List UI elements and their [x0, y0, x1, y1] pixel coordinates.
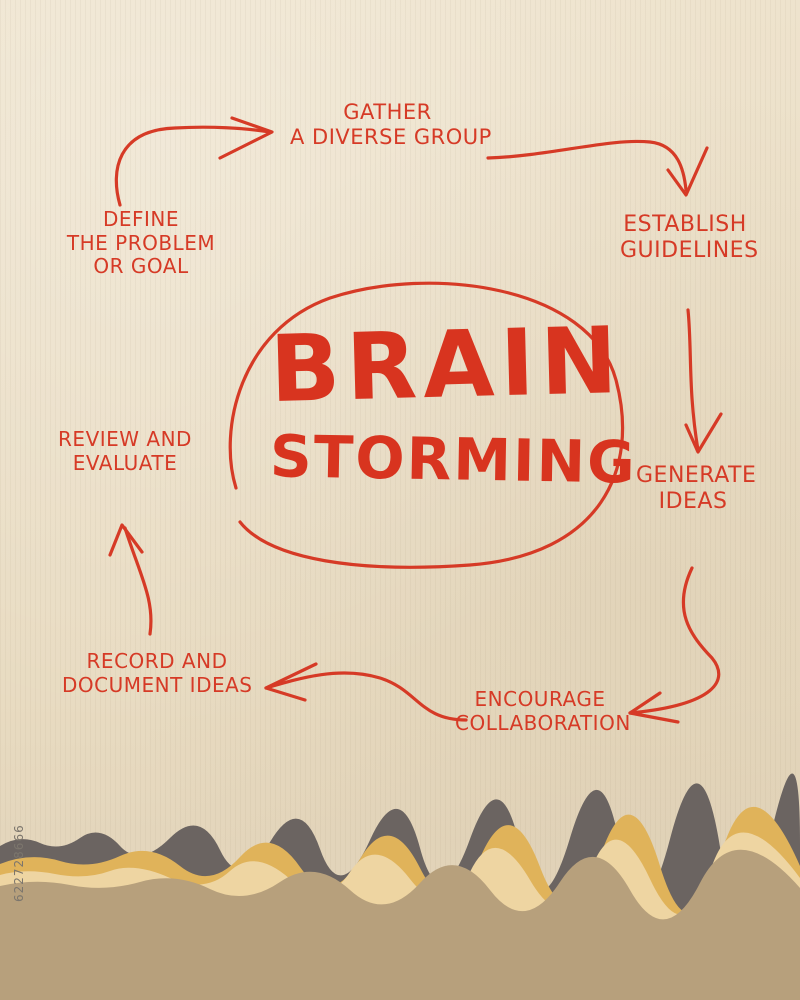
arrow-define-to-gather [114, 125, 272, 207]
step-define-line-3: OR GOAL [93, 254, 189, 279]
step-gather-line-2: A DIVERSE GROUP [290, 124, 492, 149]
paper-layer-brown [0, 849, 800, 1000]
step-review-line-2: EVALUATE [72, 450, 178, 475]
step-encourage-line-1: ENCOURAGE [474, 687, 606, 711]
step-define-line-2: THE PROBLEM [66, 230, 216, 255]
arrow-record-to-review [123, 526, 153, 636]
arrow-head-encourage [628, 691, 680, 724]
step-review-line-1: REVIEW AND [58, 427, 192, 451]
step-define-label: DEFINE THE PROBLEM OR GOAL [66, 207, 216, 279]
step-record-line-2: DOCUMENT IDEAS [62, 672, 253, 697]
step-establish-line-1: ESTABLISH [623, 212, 747, 237]
arrow-gather-to-establish [486, 139, 688, 192]
torn-paper-layers [0, 773, 800, 1000]
arrow-head-establish [666, 146, 709, 197]
stock-id-watermark: 622728666 [12, 824, 26, 902]
arrow-establish-to-generate [686, 308, 700, 452]
step-generate-line-1: GENERATE [636, 463, 757, 488]
center-title-line-2: STORMING [269, 422, 638, 497]
arrow-encourage-to-record [264, 671, 468, 722]
arrow-generate-to-encourage [628, 566, 721, 715]
step-establish-line-2: GUIDELINES [620, 237, 759, 263]
arrow-head-generate [684, 412, 723, 454]
step-record-line-1: RECORD AND [86, 649, 228, 673]
step-encourage-label: ENCOURAGE COLLABORATION [455, 687, 631, 735]
step-generate-label: GENERATE IDEAS [636, 463, 757, 515]
center-title: BRAIN STORMING [269, 307, 638, 497]
step-encourage-line-2: COLLABORATION [455, 710, 631, 735]
arrow-head-review [108, 523, 144, 557]
step-define-line-1: DEFINE [102, 207, 180, 231]
arrow-head-gather [218, 116, 274, 160]
step-gather-line-1: GATHER [343, 100, 432, 124]
step-record-label: RECORD AND DOCUMENT IDEAS [62, 649, 253, 697]
step-generate-line-2: IDEAS [658, 488, 728, 514]
step-review-label: REVIEW AND EVALUATE [55, 427, 195, 475]
arrow-head-record [264, 662, 318, 702]
step-establish-label: ESTABLISH GUIDELINES [620, 212, 759, 264]
center-loop [228, 281, 625, 569]
brainstorming-circle [228, 281, 625, 569]
step-gather-label: GATHER A DIVERSE GROUP [290, 100, 492, 150]
cycle-arrows [108, 116, 723, 724]
center-title-line-1: BRAIN [268, 306, 625, 424]
